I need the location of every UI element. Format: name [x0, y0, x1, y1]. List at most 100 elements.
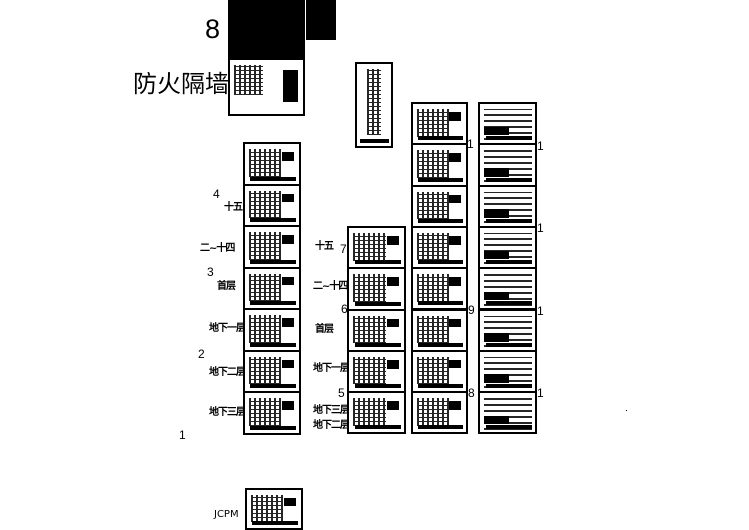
legend-block — [484, 126, 509, 136]
drawing-sheet-schedule[interactable] — [478, 225, 537, 270]
legend-block — [282, 318, 294, 327]
legend-block — [449, 277, 461, 286]
legend-block — [282, 193, 294, 203]
drawing-sheet-floor-plan[interactable] — [243, 308, 301, 352]
legend-block — [282, 235, 294, 244]
drawing-sheet-floor-plan[interactable] — [243, 391, 301, 435]
drawing-sheet-floor-plan[interactable] — [347, 308, 406, 352]
plan-drawing — [417, 274, 449, 302]
drawing-sheet-floor-plan[interactable] — [411, 225, 468, 270]
drawing-sheet-schedule[interactable] — [478, 391, 537, 435]
title-bar — [250, 301, 296, 305]
title-bar — [354, 301, 401, 306]
title-bar — [485, 301, 532, 306]
drawing-sheet-floor-plan[interactable] — [411, 349, 468, 394]
floor-label: 二~十四 — [313, 281, 348, 292]
legend-block — [449, 318, 461, 328]
plan-drawing — [353, 398, 386, 426]
drawing-sheet-notes[interactable] — [228, 0, 305, 58]
floor-label: 地下三层 — [313, 405, 350, 416]
title-bar — [354, 260, 401, 265]
drawing-sheet-floor-plan[interactable] — [347, 226, 406, 270]
drawing-sheet-floor-plan[interactable] — [347, 267, 406, 311]
drawing-sheet-schedule[interactable] — [478, 184, 537, 228]
drawing-sheet-floor-plan[interactable] — [411, 102, 468, 146]
plan-drawing — [417, 356, 449, 385]
legend-block — [449, 235, 461, 245]
drawing-sheet-floor-plan[interactable] — [411, 308, 468, 352]
floor-label: 十五 — [224, 202, 243, 213]
sheet-marker: 1 — [537, 221, 544, 235]
title-bar — [485, 177, 532, 182]
group-number: 1 — [179, 428, 186, 442]
drawing-sheet-floor-plan[interactable] — [411, 184, 468, 228]
title-bar — [418, 301, 463, 306]
drawing-sheet-schedule[interactable] — [478, 349, 537, 394]
title-bar — [485, 425, 532, 430]
legend-block — [282, 152, 294, 161]
drawing-sheet-floor-plan[interactable] — [243, 349, 301, 393]
plan-drawing — [249, 190, 282, 219]
plan-drawing — [417, 150, 449, 178]
legend-block — [386, 236, 399, 245]
title-bar — [354, 425, 401, 430]
title-bar — [250, 259, 296, 264]
plan-drawing — [353, 315, 386, 344]
title-bar — [485, 218, 532, 223]
plan-drawing — [249, 232, 282, 260]
title-bar — [485, 342, 532, 347]
drawing-sheet-firewall-details[interactable] — [228, 58, 305, 116]
legend-block — [484, 333, 509, 342]
title-bar — [485, 136, 532, 141]
plan-drawing — [417, 109, 449, 137]
drawing-sheet-cover[interactable] — [306, 0, 336, 40]
drawing-sheet-floor-plan[interactable] — [243, 142, 301, 186]
plan-drawing — [353, 233, 386, 261]
plan-drawing — [353, 274, 386, 302]
plan-drawing — [417, 191, 449, 220]
drawing-sheet-schedule[interactable] — [478, 267, 537, 311]
drawing-sheet-schedule[interactable] — [478, 308, 537, 352]
legend-block — [449, 194, 461, 204]
legend-block — [484, 415, 509, 425]
drawing-sheet-section[interactable] — [355, 62, 393, 148]
title-bar — [354, 384, 401, 389]
plan-drawing — [417, 398, 449, 426]
title-bar — [250, 384, 296, 388]
legend-block — [484, 250, 509, 260]
drawing-sheet-floor-plan[interactable] — [347, 349, 406, 394]
title-bar — [418, 384, 463, 389]
legend-block — [449, 401, 461, 410]
legend-block — [484, 374, 509, 384]
floor-label: 地下二层 — [313, 420, 350, 431]
title-bar — [250, 218, 296, 222]
legend-block — [282, 359, 294, 369]
plan-drawing — [249, 356, 282, 385]
drawing-sheet-schedule[interactable] — [478, 143, 537, 187]
drawing-sheet-floor-plan[interactable] — [411, 391, 468, 435]
drawing-sheet-floor-plan[interactable] — [347, 391, 406, 435]
drawing-sheet-floor-plan[interactable] — [243, 266, 301, 310]
title-bar — [250, 176, 296, 181]
title-bar — [354, 342, 401, 347]
plan-drawing — [417, 232, 449, 261]
sheet-marker: 9 — [468, 303, 475, 317]
drawing-sheet-floor-plan[interactable] — [411, 267, 468, 311]
drawing-sheet-floor-plan[interactable] — [243, 183, 301, 227]
group-number: 7 — [340, 242, 347, 256]
legend-block — [282, 401, 294, 410]
title-bar — [418, 218, 463, 223]
drawing-sheet-floor-plan[interactable] — [243, 225, 301, 269]
drawing-sheet-floor-plan[interactable] — [411, 143, 468, 187]
drawing-sheet-schedule[interactable] — [478, 102, 537, 146]
sheet-marker: 1 — [537, 386, 544, 400]
title-bar — [418, 136, 463, 141]
legend-block — [386, 318, 399, 328]
legend-block — [449, 359, 461, 369]
plan-drawing — [249, 273, 282, 302]
title-bar — [250, 342, 296, 347]
floor-label: 首层 — [315, 324, 334, 335]
group-number: 6 — [341, 302, 348, 316]
drawing-sheet-foundation[interactable] — [245, 488, 303, 530]
